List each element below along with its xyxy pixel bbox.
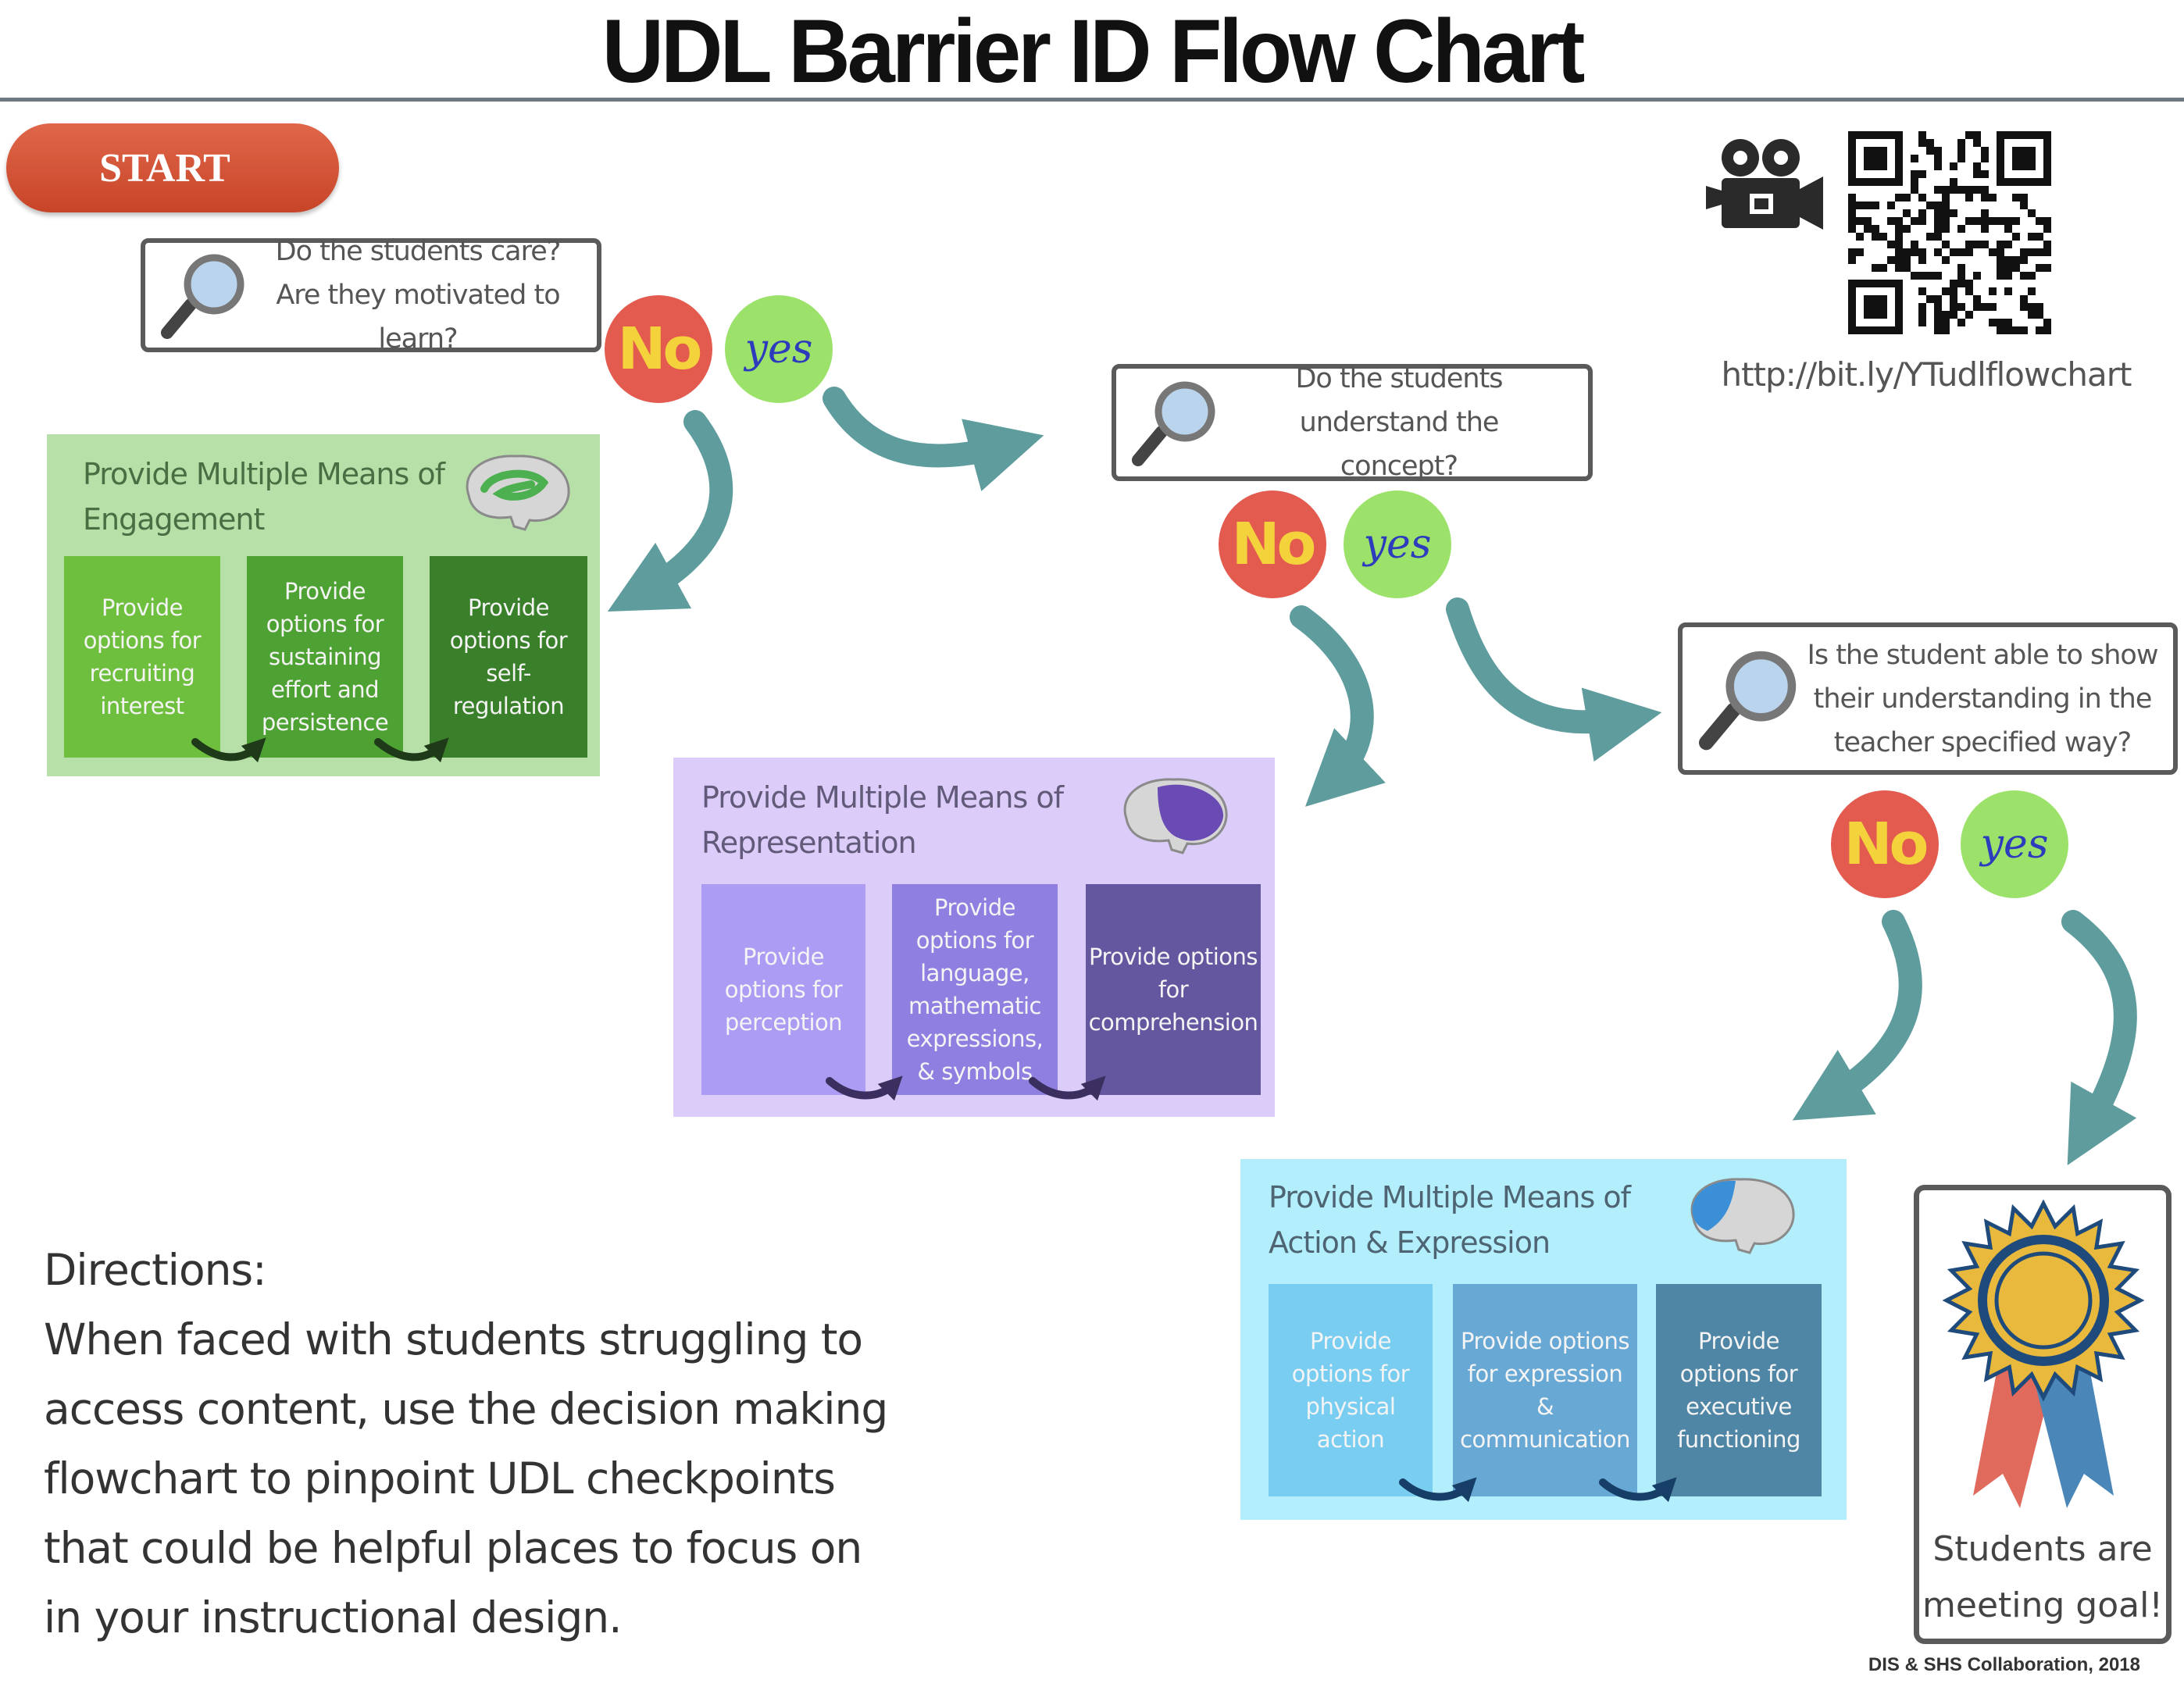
directions-line: in your instructional design.	[44, 1592, 623, 1642]
no-answer-2[interactable]: No	[1219, 490, 1326, 598]
magnifier-icon	[1699, 651, 1797, 750]
representation-cell-3: Provide options for comprehension	[1086, 884, 1261, 1095]
representation-cell-2: Provide options for language, mathematic…	[892, 884, 1058, 1095]
yes-label: yes	[744, 326, 813, 373]
directions-line: When faced with students struggling to	[44, 1314, 863, 1364]
action-cell-1: Provide options for physical action	[1269, 1284, 1433, 1496]
curved-arrow-icon	[1446, 597, 1662, 762]
no-answer-3[interactable]: No	[1831, 790, 1939, 898]
yes-answer-1[interactable]: yes	[725, 295, 833, 403]
question-2-box: Do the students understand the concept?	[1112, 363, 1593, 482]
representation-panel: Provide Multiple Means of Representation…	[673, 758, 1275, 1117]
no-answer-1[interactable]: No	[605, 295, 712, 403]
no-label: No	[1843, 811, 1929, 878]
engagement-title: Provide Multiple Means of Engagement	[83, 457, 445, 537]
page-title: UDL Barrier ID Flow Chart	[601, 0, 1586, 102]
directions-heading: Directions:	[44, 1245, 267, 1295]
directions-line: access content, use the decision making	[44, 1384, 888, 1434]
action-expression-title: Provide Multiple Means of Action & Expre…	[1269, 1180, 1631, 1260]
award-ribbon-icon	[1942, 1199, 2145, 1508]
credit-text: DIS & SHS Collaboration, 2018	[1868, 1654, 2140, 1675]
question-1-text: Do the students care? Are they motivated…	[275, 236, 562, 355]
yes-answer-3[interactable]: yes	[1961, 790, 2068, 898]
engagement-cell-2: Provide options for sustaining effort an…	[247, 556, 403, 758]
curved-arrow-icon	[2061, 910, 2137, 1165]
title-divider	[0, 98, 2184, 102]
engagement-panel: Provide Multiple Means of Engagement Pro…	[47, 434, 600, 776]
question-1-box: Do the students care? Are they motivated…	[141, 236, 601, 355]
question-3-text: Is the student able to show their unders…	[1807, 639, 2159, 758]
no-label: No	[617, 316, 703, 383]
question-3-box: Is the student able to show their unders…	[1678, 622, 2178, 775]
action-cell-3: Provide options for executive functionin…	[1656, 1284, 1822, 1496]
video-url-link[interactable]: http://bit.ly/YTudlflowchart	[1721, 355, 2132, 394]
video-camera-icon	[1706, 139, 1823, 230]
action-cell-2: Provide options for expression & communi…	[1453, 1284, 1637, 1496]
curved-arrow-icon	[823, 387, 1044, 491]
start-button[interactable]: START	[6, 123, 339, 212]
question-2-text: Do the students understand the concept?	[1295, 363, 1503, 482]
directions-line: flowchart to pinpoint UDL checkpoints	[44, 1453, 836, 1503]
curved-arrow-icon	[607, 410, 733, 612]
engagement-cell-1: Provide options for recruiting interest	[64, 556, 220, 758]
representation-title: Provide Multiple Means of Representation	[701, 780, 1064, 860]
yes-label: yes	[1980, 821, 2049, 868]
directions-line: that could be helpful places to focus on	[44, 1523, 862, 1573]
no-label: No	[1231, 511, 1317, 578]
curved-arrow-icon	[1290, 605, 1386, 807]
start-label: START	[99, 145, 230, 191]
directions: Directions: When faced with students str…	[44, 1236, 919, 1653]
goal-text: Students are meeting goal!	[1922, 1529, 2163, 1625]
curved-arrow-icon	[1792, 910, 1922, 1121]
engagement-cell-3: Provide options for self-regulation	[430, 556, 587, 758]
magnifier-icon	[161, 254, 244, 339]
yes-answer-2[interactable]: yes	[1344, 490, 1451, 598]
action-expression-panel: Provide Multiple Means of Action & Expre…	[1240, 1159, 1847, 1520]
yes-label: yes	[1363, 521, 1432, 568]
brain-icon	[1123, 778, 1228, 854]
representation-cell-1: Provide options for perception	[701, 884, 865, 1095]
magnifier-icon	[1132, 381, 1215, 466]
brain-icon	[466, 455, 570, 531]
qr-code-icon	[1848, 131, 2051, 334]
brain-icon	[1690, 1178, 1795, 1254]
